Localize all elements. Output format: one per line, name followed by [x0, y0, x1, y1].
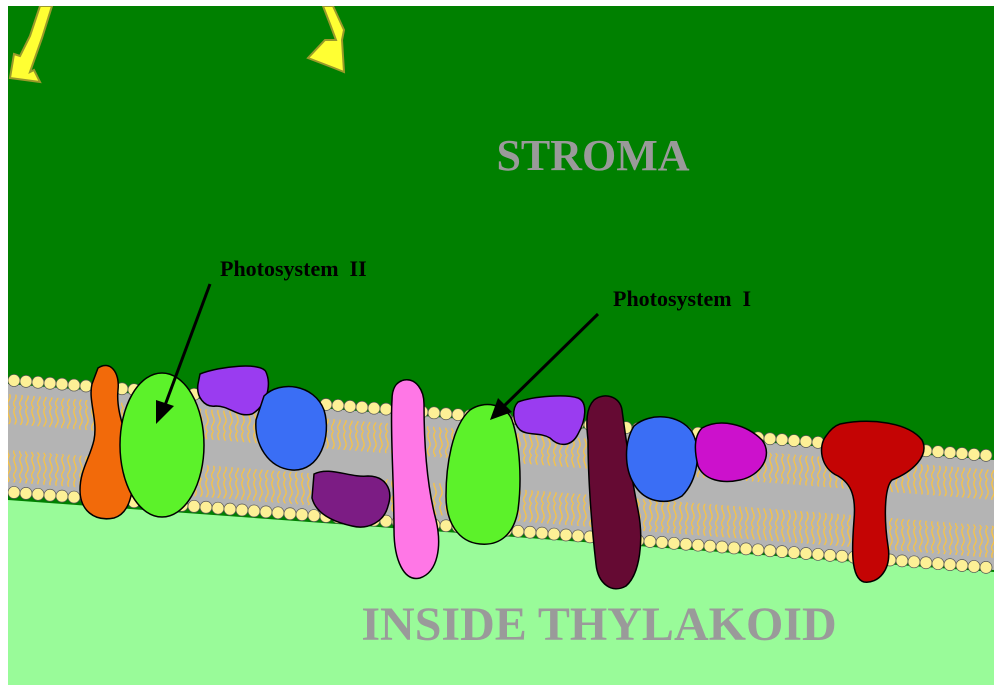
lipid-head [668, 537, 680, 549]
lipid-head [980, 561, 992, 573]
lipid-head [968, 448, 980, 460]
lipid-head [704, 540, 716, 552]
lipid-head [560, 529, 572, 541]
lipid-head [56, 490, 68, 502]
lipid-head [776, 546, 788, 558]
lipid-head [836, 550, 848, 562]
lipid-head [764, 545, 776, 557]
lipid-head [344, 400, 356, 412]
lipid-head [428, 407, 440, 419]
lipid-head [68, 491, 80, 503]
lipid-head [200, 501, 212, 513]
lipid-head [188, 500, 200, 512]
lipid-head [380, 403, 392, 415]
lipid-head [524, 526, 536, 538]
lipid-head [56, 378, 68, 390]
lipid-head [824, 549, 836, 561]
lipid-head [236, 504, 248, 516]
blue-protein-right [627, 417, 698, 502]
photosystem-ii [120, 373, 204, 517]
lipid-head [968, 560, 980, 572]
lipid-head [572, 530, 584, 542]
thylakoid-lumen-label: INSIDE THYLAKOID [361, 598, 836, 651]
lipid-head [440, 408, 452, 420]
lipid-head [908, 556, 920, 568]
lipid-head [812, 548, 824, 560]
lipid-head [260, 506, 272, 518]
lipid-head [776, 434, 788, 446]
lipid-head [272, 507, 284, 519]
lipid-head [368, 402, 380, 414]
lipid-head [20, 375, 32, 387]
lipid-head [548, 528, 560, 540]
lipid-head [944, 447, 956, 459]
lipid-head [224, 503, 236, 515]
lipid-head [740, 543, 752, 555]
photosystem-ii-label: Photosystem II [220, 256, 367, 281]
lipid-head [716, 541, 728, 553]
lipid-head [680, 538, 692, 550]
lipid-head [8, 486, 20, 498]
lipid-head [644, 535, 656, 547]
lipid-head [656, 536, 668, 548]
lipid-head [764, 433, 776, 445]
lipid-head [788, 435, 800, 447]
lipid-head [212, 502, 224, 514]
lipid-head [896, 555, 908, 567]
lipid-head [20, 487, 32, 499]
lipid-head [932, 558, 944, 570]
lipid-head [356, 401, 368, 413]
lipid-head [44, 489, 56, 501]
lipid-head [956, 448, 968, 460]
lipid-head [788, 547, 800, 559]
lipid-head [728, 542, 740, 554]
photosystem-i-label: Photosystem I [613, 286, 751, 311]
lipid-head [932, 446, 944, 458]
lipid-head [68, 379, 80, 391]
lipid-head [512, 525, 524, 537]
lipid-head [944, 559, 956, 571]
lipid-head [800, 436, 812, 448]
lipid-head [80, 380, 92, 392]
lipid-head [800, 548, 812, 560]
lipid-head [692, 539, 704, 551]
lipid-head [8, 374, 20, 386]
lipid-head [32, 376, 44, 388]
lipid-head [536, 527, 548, 539]
lipid-head [920, 557, 932, 569]
lipid-head [248, 505, 260, 517]
stroma-label: STROMA [496, 131, 689, 180]
lipid-head [308, 510, 320, 522]
lipid-head [752, 544, 764, 556]
lipid-head [284, 508, 296, 520]
lipid-head [332, 399, 344, 411]
lipid-head [980, 449, 992, 461]
lipid-head [296, 509, 308, 521]
lipid-head [44, 377, 56, 389]
lipid-head [956, 560, 968, 572]
lipid-head [32, 488, 44, 500]
